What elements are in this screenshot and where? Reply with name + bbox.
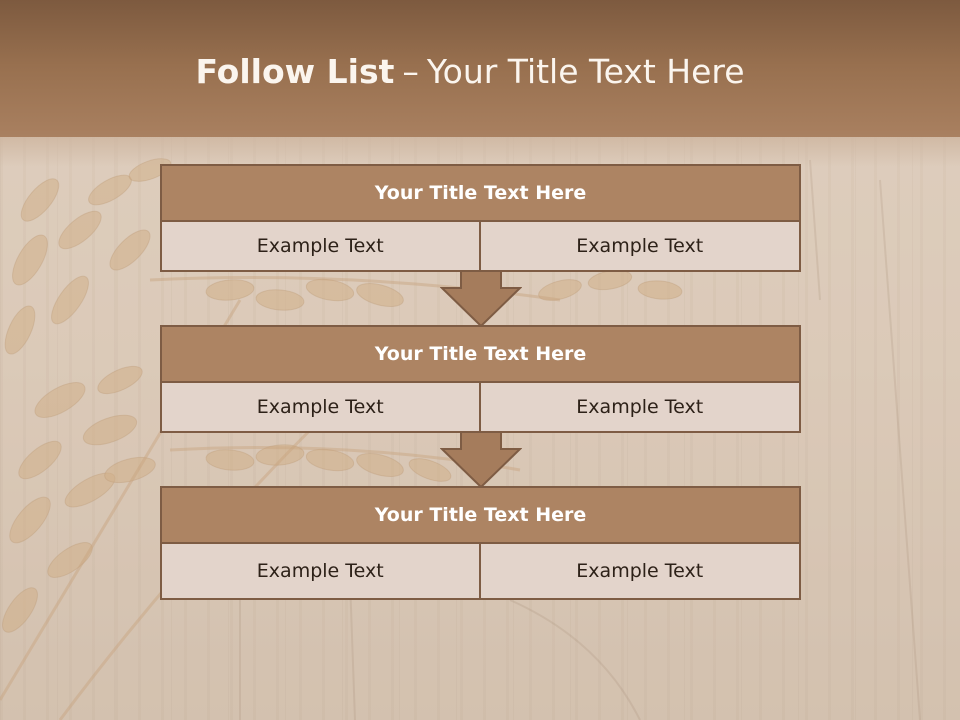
block-cell-right[interactable]: Example Text [480, 383, 801, 433]
slide-title-separator: – [402, 52, 419, 91]
down-arrow-icon [440, 270, 522, 328]
block-title[interactable]: Your Title Text Here [160, 164, 801, 222]
block-title[interactable]: Your Title Text Here [160, 325, 801, 383]
block-cell-left[interactable]: Example Text [160, 383, 481, 433]
down-arrow-icon [440, 431, 522, 489]
block-cell-left[interactable]: Example Text [160, 544, 481, 600]
block-title[interactable]: Your Title Text Here [160, 486, 801, 544]
block-row: Example Text Example Text [160, 383, 801, 433]
block-cell-left[interactable]: Example Text [160, 222, 481, 272]
list-block-1: Your Title Text Here Example Text Exampl… [160, 164, 801, 272]
header-shadow [0, 137, 960, 167]
block-row: Example Text Example Text [160, 544, 801, 600]
block-row: Example Text Example Text [160, 222, 801, 272]
list-block-2: Your Title Text Here Example Text Exampl… [160, 325, 801, 433]
header-bar [0, 0, 960, 137]
slide-title-bold: Follow List [195, 52, 395, 91]
list-block-3: Your Title Text Here Example Text Exampl… [160, 486, 801, 600]
block-cell-right[interactable]: Example Text [480, 544, 801, 600]
block-cell-right[interactable]: Example Text [480, 222, 801, 272]
slide-title[interactable]: Follow List–Your Title Text Here [0, 52, 940, 91]
slide-title-rest: Your Title Text Here [426, 52, 745, 91]
